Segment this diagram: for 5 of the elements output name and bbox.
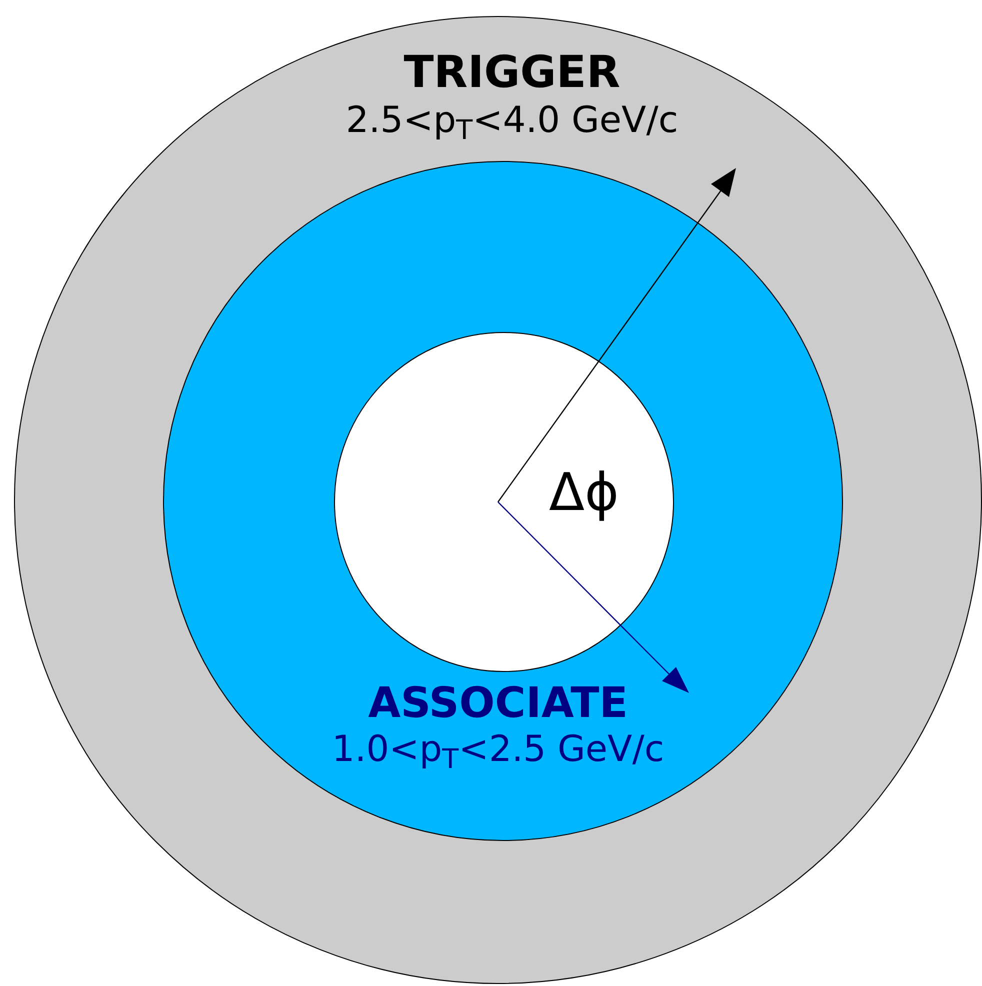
- heading: ASSOCIATE: [368, 678, 628, 728]
- momentum-range-label: 2.5<p$_{T}$<4.0 GeV/c: [346, 99, 678, 143]
- heading: TRIGGER: [404, 47, 620, 99]
- angle-label: Δϕ: [549, 462, 619, 525]
- momentum-range-label: 1.0<p$_{T}$<2.5 GeV/c: [332, 728, 664, 772]
